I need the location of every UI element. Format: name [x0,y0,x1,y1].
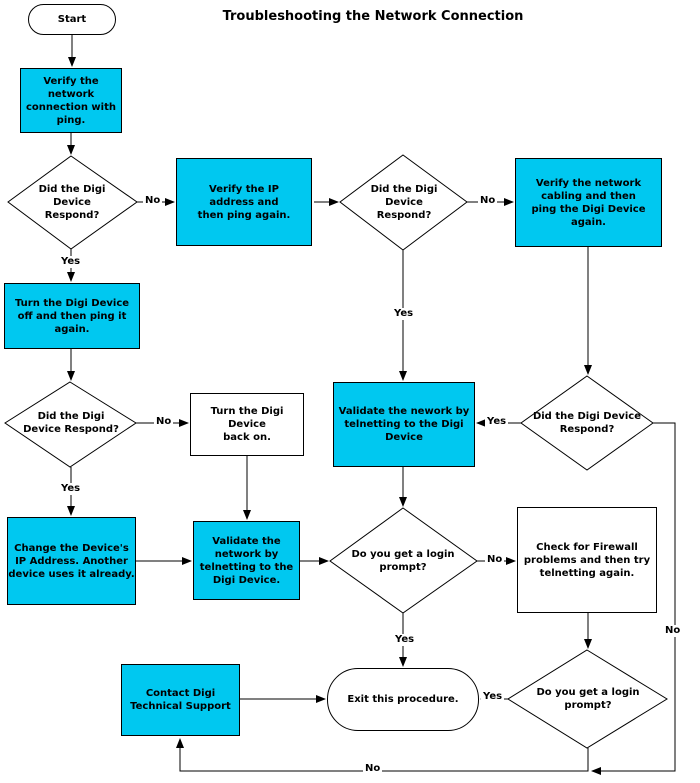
decision-did-respond-2: Did the Digi Device Respond? [370,183,438,221]
decision-shape-6 [507,649,668,749]
process-contact-support: Contact Digi Technical Support [121,664,240,736]
decision-did-respond-3: Did the Digi Device Respond? [23,411,119,435]
decision-did-respond-1: Did the Digi Device Respond? [38,183,106,221]
decision-login-prompt-1: Do you get a login prompt? [351,549,455,573]
page-title: Troubleshooting the Network Connection [222,9,524,24]
decision-shape-5 [329,507,478,614]
process-verify-ping: Verify the network connection with ping. [20,68,122,133]
edge-label-no-4: No [663,625,683,637]
edge-decision4-no-long [591,422,676,775]
process-validate-telnet-2: Validate the network by telnetting to th… [193,521,300,600]
edge-label-yes-4: Yes [485,416,509,428]
edge-label-no-5: No [485,554,505,566]
edge-label-yes-1: Yes [59,256,83,268]
decision-shape-4 [520,375,654,471]
exit-terminator: Exit this procedure. [327,668,479,731]
edge-label-no-2: No [478,195,498,207]
decision-shape-3 [4,381,137,468]
decision-did-respond-4: Did the Digi Device Respond? [532,411,642,435]
process-check-firewall: Check for Firewall problems and then try… [517,507,657,613]
process-verify-ip: Verify the IP address and then ping agai… [176,158,312,246]
edge-label-yes-6: Yes [481,691,505,703]
edge-login2-no-long [176,738,589,772]
decision-login-prompt-2: Do you get a login prompt? [536,687,640,711]
decision-shape-2 [339,154,468,251]
process-turn-off: Turn the Digi Device off and then ping i… [4,283,140,349]
start-terminator: Start [28,4,116,35]
decision-shape-1 [7,155,138,250]
process-validate-telnet-1: Validate the nework by telnetting to the… [333,382,475,467]
edge-label-yes-3: Yes [59,483,83,495]
process-change-ip: Change the Device's IP Address. Another … [7,517,136,605]
edge-label-yes-5: Yes [393,634,417,646]
edge-label-no-6: No [363,763,383,775]
process-verify-cabling: Verify the network cabling and then ping… [515,158,662,247]
edge-label-no-1: No [143,195,163,207]
process-turn-on: Turn the Digi Device back on. [190,393,304,456]
edge-label-no-3: No [154,416,174,428]
edge-label-yes-2: Yes [392,308,416,320]
